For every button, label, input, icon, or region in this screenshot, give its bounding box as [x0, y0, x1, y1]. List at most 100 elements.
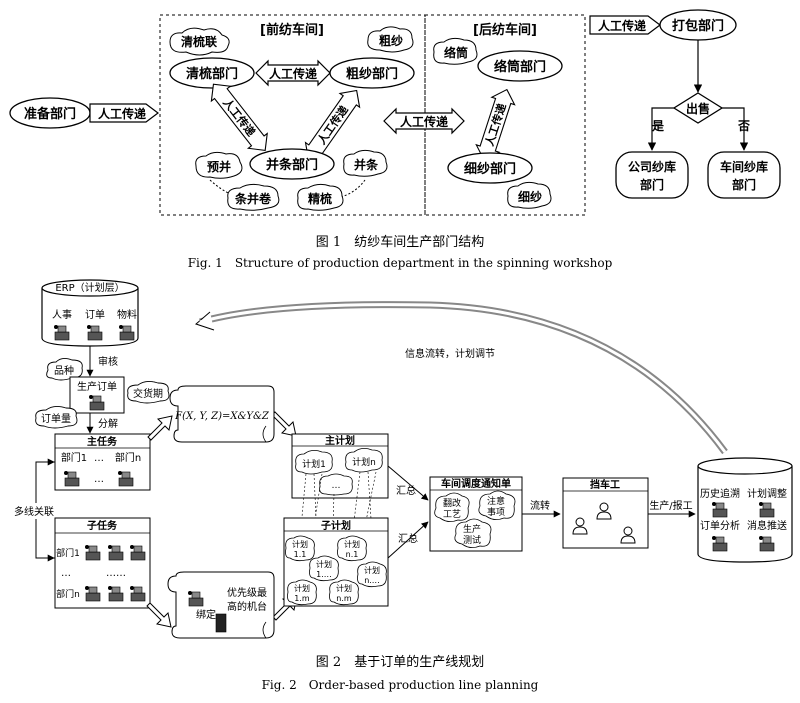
order-analysis-label: 订单分析 [700, 519, 740, 532]
cloud-tiaobingjuan [227, 183, 280, 211]
manual-transfer-between-arrow [383, 107, 465, 135]
sp-nm-b: n.m [336, 594, 352, 603]
bingtiao-dept-label: 并条部门 [266, 157, 318, 173]
cloud-sp-n1: 计划 n.1 [337, 535, 367, 562]
report-label: 生产/报工 [649, 499, 692, 512]
attention-a: 注意 [487, 495, 505, 507]
prep-dept-label: 准备部门 [24, 106, 76, 122]
message-push-label: 消息推送 [747, 519, 787, 532]
multi-link-label: 多线关联 [14, 505, 54, 518]
hollow-arrow-1 [147, 415, 173, 441]
cloud-luotong [433, 37, 478, 65]
cloud-variety [46, 357, 83, 381]
cusha-dept-node [329, 57, 415, 89]
sp-right-a: 计划 [364, 565, 380, 575]
priority-l2: 高的机台 [227, 600, 267, 613]
data-cylinder [697, 466, 793, 563]
yes-label: 是 [651, 119, 665, 133]
cloud-yubing [195, 151, 243, 179]
history-label: 历史追溯 [700, 487, 740, 500]
diag-left-label: 人工传递 [220, 96, 258, 139]
revise-b: 工艺 [443, 509, 461, 520]
main-deptn: 部门n [115, 451, 141, 464]
front-workshop-title: [前纺车间] [260, 22, 324, 38]
cloud-cusha [367, 26, 414, 53]
test-b: 测试 [463, 534, 481, 546]
yes-branch [647, 107, 674, 151]
cloud-bingtiao-label: 并条 [354, 157, 379, 172]
workshop-warehouse-l2: 部门 [732, 177, 756, 192]
cloud-attention: 注意 事项 [478, 490, 516, 520]
hollow-arrow-2 [271, 411, 297, 437]
cloud-sp-11: 计划 1.1 [285, 535, 315, 562]
sub-plan-label: 子计划 [321, 519, 351, 532]
figure-2: ERP（计划层） 人事 订单 物料 品种 审核 生产订单 交货期 订单量 分解 … [8, 279, 793, 692]
cloud-delivery [127, 380, 170, 404]
dispatch-notice-label: 车间调度通知单 [441, 477, 511, 490]
manual-transfer-between-label: 人工传递 [400, 114, 448, 129]
erp-order: 订单 [85, 309, 105, 321]
decompose-label: 分解 [98, 417, 118, 430]
sp-11-b: 1.1 [294, 550, 307, 559]
qingshu-dept-label: 清梳部门 [186, 66, 238, 82]
cloud-sp-nm: 计划 n.m [329, 579, 359, 606]
operator-label: 挡车工 [590, 478, 620, 491]
cloud-tiaobingjuan-label: 条并卷 [234, 191, 272, 206]
summary-arrow-1 [387, 465, 429, 501]
manual-transfer-label-1: 人工传递 [98, 106, 146, 121]
cloud-sp-right: 计划 n.… [357, 561, 387, 588]
sp-n1-b: n.1 [346, 550, 359, 559]
main-dots: … [94, 453, 104, 464]
erp-hr: 人事 [52, 308, 72, 321]
luotong-dept-node [477, 50, 563, 82]
test-a: 生产 [463, 523, 481, 535]
packing-dept-label: 打包部门 [672, 18, 724, 34]
cloud-jingshu [297, 183, 344, 211]
erp-cylinder-top [41, 279, 139, 297]
summary-label-2: 汇总 [398, 532, 418, 545]
company-warehouse-node [615, 151, 689, 199]
diag-arrow-back: 人工传递 [475, 88, 516, 161]
info-flow-curve [199, 301, 728, 455]
priority-l1: 优先级最 [227, 586, 267, 599]
fig2-caption-cn: 图 2 基于订单的生产线规划 [316, 654, 484, 670]
cloud-jingshu-label: 精梳 [308, 191, 332, 206]
cloud-plan-dots [319, 473, 353, 496]
cloud-variety-label: 品种 [54, 364, 74, 377]
xisha-dept-node [447, 152, 533, 184]
sp-nm-a: 计划 [336, 583, 352, 593]
sub-dept1: 部门1 [56, 547, 80, 559]
data-cylinder-top [697, 457, 793, 475]
sp-11-a: 计划 [292, 539, 308, 549]
bind-label: 绑定 [196, 608, 216, 621]
diag-back-label: 人工传递 [482, 102, 509, 148]
sub-task-label: 子任务 [87, 519, 118, 532]
plan-dots-label: … [332, 481, 341, 491]
sale-decision [672, 92, 724, 124]
fig1-caption-en: Fig. 1 Structure of production departmen… [188, 256, 613, 270]
info-flow-label: 信息流转，计划调节 [405, 347, 495, 360]
sp-mid-b: 1.… [316, 570, 332, 579]
cloud-revise: 翻改 工艺 [434, 492, 470, 522]
cloud-order-qty-label: 订单量 [41, 413, 71, 425]
cloud-delivery-label: 交货期 [133, 387, 163, 400]
erp-material: 物料 [117, 308, 137, 321]
sub-dots: … [61, 568, 71, 579]
revise-a: 翻改 [443, 497, 461, 509]
cloud-test: 生产 测试 [454, 518, 492, 548]
figure-1: [前纺车间] [后纺车间] 准备部门 人工传递 清梳联 粗纱 清梳部门 人工传递… [9, 9, 781, 270]
fig1-caption-cn: 图 1 纺纱车间生产部门结构 [316, 234, 484, 250]
luotong-dept-label: 络筒部门 [494, 59, 546, 75]
xisha-dept-label: 细纱部门 [464, 161, 516, 177]
cloud-sp-1m: 计划 1.m [287, 579, 317, 606]
sp-1m-b: 1.m [294, 594, 310, 603]
manual-transfer-mid-label: 人工传递 [269, 66, 317, 81]
flow-label: 流转 [530, 499, 550, 512]
formula-scroll [169, 385, 275, 443]
diag-right-label: 人工传递 [314, 103, 351, 147]
audit-label: 审核 [98, 355, 118, 368]
sp-mid-a: 计划 [316, 559, 332, 569]
cloud-xisha-label: 细纱 [518, 189, 542, 204]
cloud-bingtiao [343, 149, 388, 177]
